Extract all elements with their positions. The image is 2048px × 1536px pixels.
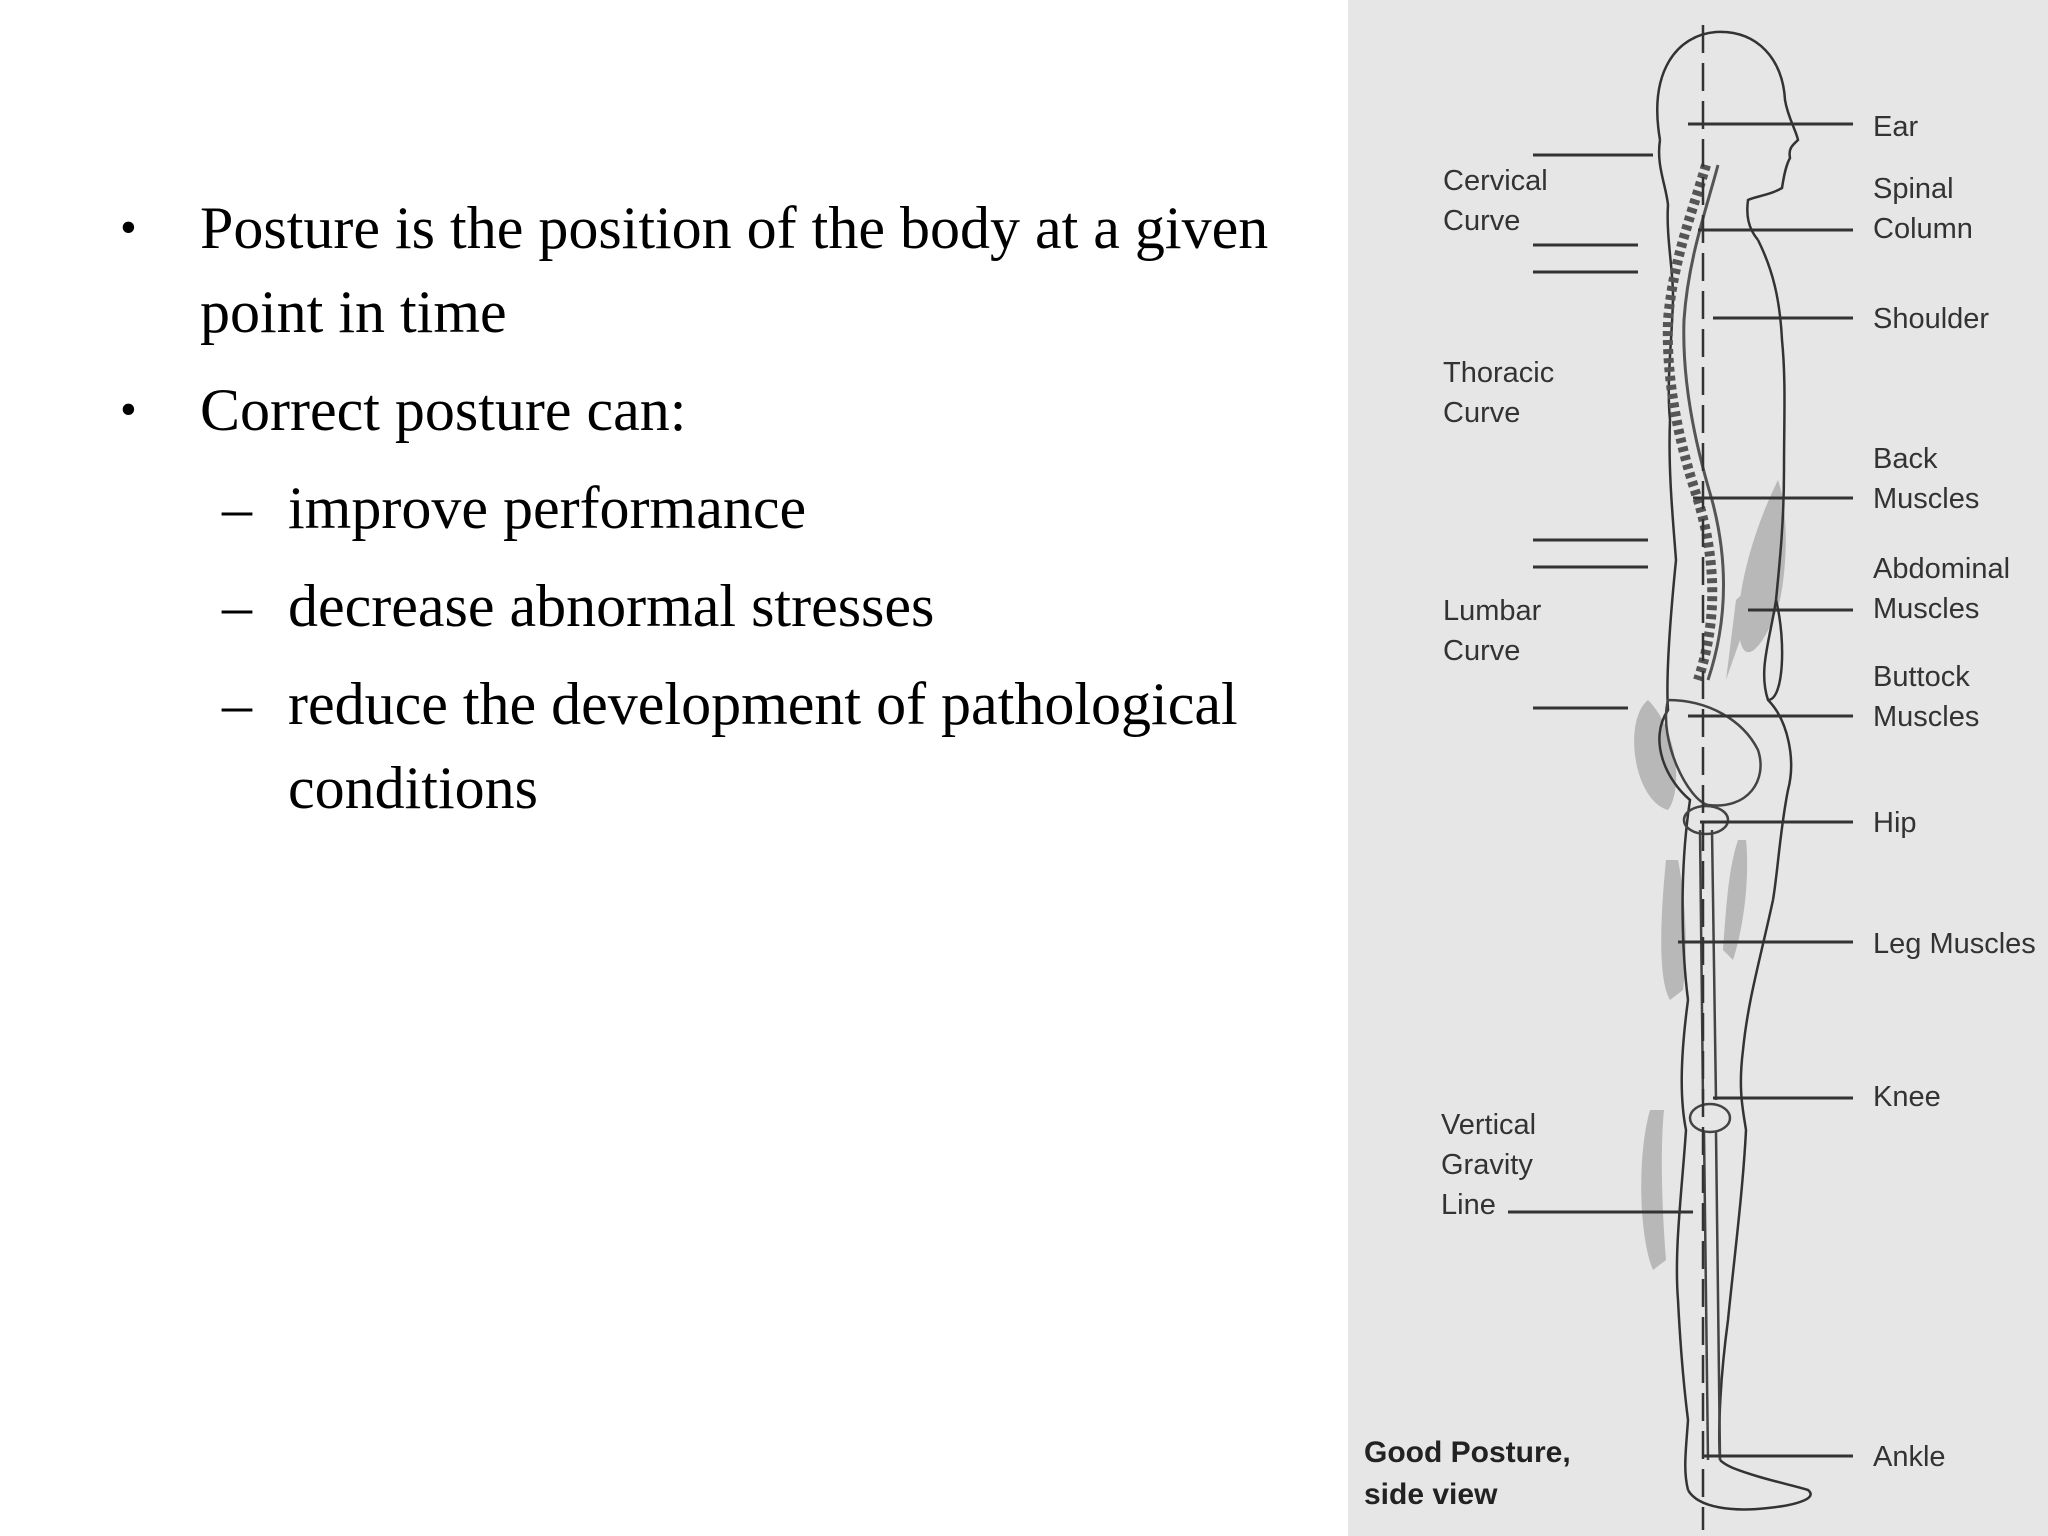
right-leaders [1678, 122, 1853, 1458]
lumbar-curve-label: Lumbar Curve [1443, 595, 1549, 667]
vertebrae [1662, 163, 1718, 682]
spine [1662, 163, 1725, 682]
back-muscles-label: Back Muscles [1873, 443, 1979, 515]
ankle-label: Ankle [1873, 1441, 1946, 1473]
buttock-muscle-shape [1634, 700, 1677, 810]
knee-joint-shape [1688, 1102, 1732, 1134]
arm-outline [1767, 599, 1784, 702]
front-outline [1756, 239, 1793, 901]
leg-muscles-label: Leg Muscles [1873, 928, 2036, 960]
thoracic-curve-label: Thoracic Curve [1443, 357, 1562, 429]
sub-bullet-text: decrease abnormal stresses [288, 573, 935, 639]
bullet-icon: • [120, 383, 137, 436]
bullet-text: Correct posture can: [200, 377, 687, 443]
calf-muscle-shape [1641, 1110, 1666, 1270]
bullet-text: Posture is the position of the body at a… [200, 195, 1269, 345]
cervical-curve-label: Cervical Curve [1443, 165, 1556, 237]
thigh-muscle-shape [1723, 840, 1748, 960]
ear-label: Ear [1873, 111, 1918, 143]
femur-line-2 [1710, 829, 1718, 1101]
hip-label: Hip [1873, 807, 1917, 839]
posture-figure: Cervical Curve Thoracic Curve Lumbar Cur… [1348, 0, 2048, 1536]
dash-icon: – [222, 671, 252, 737]
leg-muscle-shape [1661, 860, 1686, 1000]
back-leg-outline [1675, 999, 1690, 1491]
bullet-icon: • [120, 201, 137, 254]
posture-diagram: Cervical Curve Thoracic Curve Lumbar Cur… [1364, 25, 2036, 1530]
front-leg-outline [1718, 899, 1775, 1461]
slide-text-area: • Posture is the position of the body at… [120, 195, 1269, 821]
abdominal-muscles-label: Abdominal Muscles [1873, 553, 2018, 625]
fibula-line [1714, 1131, 1722, 1461]
buttock-muscles-label: Buttock Muscles [1873, 661, 1979, 733]
left-leaders [1508, 153, 1693, 1214]
hip-joint-shape [1682, 804, 1730, 836]
sub-bullet-text: improve performance [288, 475, 807, 541]
spinal-column-label: Spinal Column [1873, 173, 1973, 245]
shoulder-label: Shoulder [1873, 303, 1989, 335]
dash-icon: – [222, 573, 252, 639]
sub-bullet-text: reduce the development of pathological c… [288, 671, 1238, 821]
tibia-line [1702, 1131, 1710, 1461]
foot-outline [1686, 1459, 1812, 1511]
spinal-column-line [1682, 164, 1725, 681]
knee-label: Knee [1873, 1081, 1941, 1113]
body-outline [1656, 30, 1812, 1511]
back-outline [1657, 139, 1692, 1001]
dash-icon: – [222, 475, 252, 541]
gravity-line-label: Vertical Gravity Line [1441, 1109, 1544, 1221]
figure-caption: Good Posture, side view [1364, 1436, 1579, 1511]
head-outline [1656, 30, 1800, 241]
